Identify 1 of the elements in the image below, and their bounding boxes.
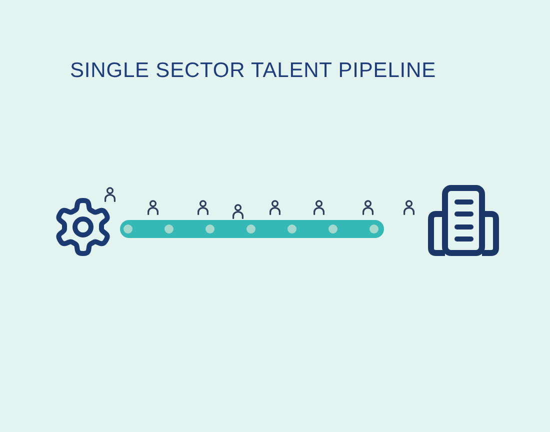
diagram-title: SINGLE SECTOR TALENT PIPELINE	[70, 60, 436, 81]
